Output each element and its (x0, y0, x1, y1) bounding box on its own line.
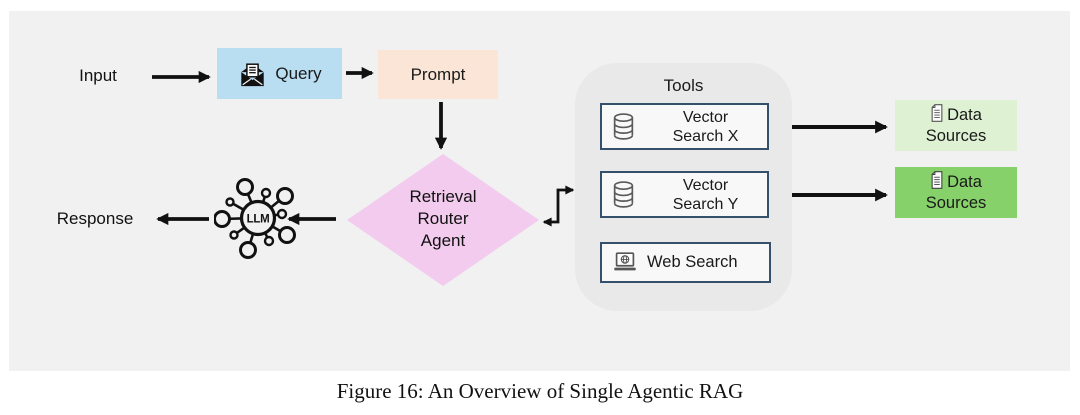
data-sources-node-1: Data Sources (895, 100, 1017, 151)
data-sources-1-label: Data Sources (925, 106, 987, 145)
database-icon (611, 112, 636, 142)
vector-search-x-label: Vector Search X (672, 108, 739, 145)
input-label: Input (79, 66, 117, 85)
llm-label: LLM (247, 214, 270, 226)
document-icon (930, 171, 944, 189)
figure-caption: Figure 16: An Overview of Single Agentic… (336, 379, 744, 403)
vector-search-y-label: Vector Search Y (672, 176, 739, 213)
prompt-node: Prompt (378, 50, 498, 99)
llm-network-icon: LLM (214, 172, 302, 262)
document-icon (930, 104, 944, 122)
web-search-label: Web Search (647, 253, 738, 271)
tools-title: Tools (663, 76, 704, 95)
data-sources-node-2: Data Sources (895, 167, 1017, 218)
query-label: Query (275, 63, 322, 83)
router-agent-label: Retrieval Router Agent (409, 187, 477, 250)
web-search-node: Web Search (600, 242, 771, 283)
laptop-globe-icon (611, 251, 639, 274)
data-sources-2-label: Data Sources (925, 173, 987, 212)
vector-search-x-node: Vector Search X (600, 103, 769, 150)
vector-search-y-node: Vector Search Y (600, 171, 769, 218)
open-envelope-icon (237, 60, 268, 88)
response-label: Response (56, 209, 134, 228)
database-icon (611, 180, 636, 210)
query-node: Query (217, 48, 342, 99)
diagram-panel (9, 11, 1070, 371)
prompt-label: Prompt (410, 64, 466, 84)
